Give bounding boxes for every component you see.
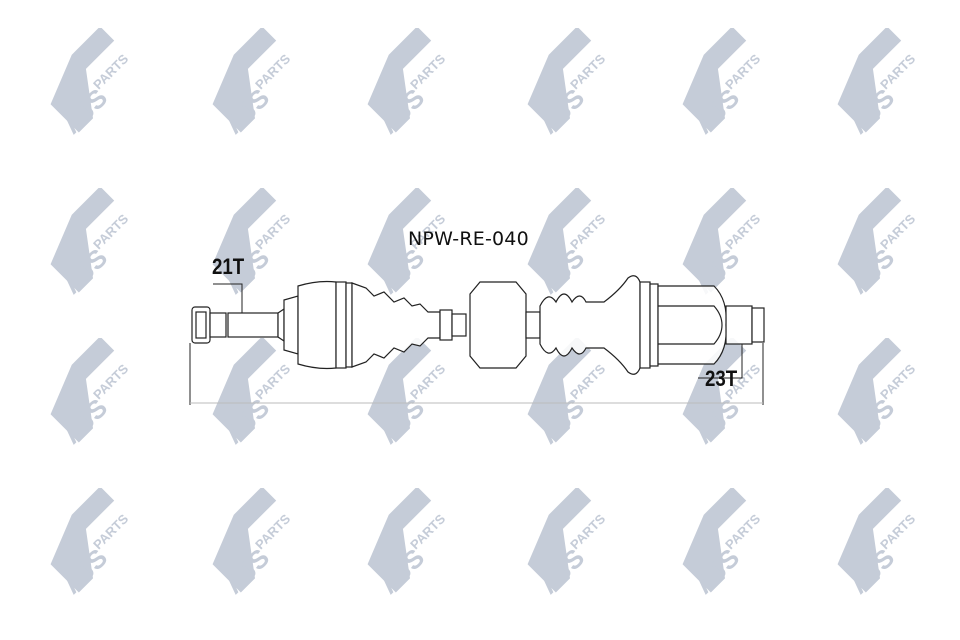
ajs-parts-watermark: AJS PARTS	[505, 336, 635, 450]
ajs-parts-watermark: AJS PARTS	[28, 26, 158, 140]
ajs-parts-watermark: AJS PARTS	[815, 336, 945, 450]
ajs-parts-watermark: AJS PARTS	[190, 26, 320, 140]
ajs-parts-watermark: AJS PARTS	[28, 186, 158, 300]
ajs-parts-watermark: AJS PARTS	[660, 486, 790, 600]
ajs-parts-watermark: AJS PARTS	[815, 186, 945, 300]
right-spline-count-label: 23T	[705, 366, 738, 391]
ajs-parts-watermark: AJS PARTS	[28, 486, 158, 600]
ajs-parts-watermark: AJS PARTS	[190, 336, 320, 450]
ajs-parts-watermark: AJS PARTS	[345, 336, 475, 450]
left-spline-count-label: 21T	[212, 254, 245, 279]
ajs-parts-watermark: AJS PARTS	[660, 186, 790, 300]
part-number: NPW-RE-040	[408, 228, 529, 250]
ajs-parts-watermark: AJS PARTS	[345, 26, 475, 140]
ajs-parts-watermark: AJS PARTS	[190, 186, 320, 300]
ajs-parts-watermark: AJS PARTS	[345, 486, 475, 600]
ajs-parts-watermark: AJS PARTS	[815, 486, 945, 600]
ajs-parts-watermark: AJS PARTS	[190, 486, 320, 600]
ajs-parts-watermark: AJS PARTS	[505, 26, 635, 140]
ajs-parts-watermark: AJS PARTS	[505, 486, 635, 600]
ajs-parts-watermark: AJS PARTS	[660, 336, 790, 450]
ajs-parts-watermark: AJS PARTS	[660, 26, 790, 140]
ajs-parts-watermark: AJS PARTS	[28, 336, 158, 450]
ajs-parts-watermark: AJS PARTS	[815, 26, 945, 140]
ajs-parts-watermark: AJS PARTS	[345, 186, 475, 300]
ajs-parts-watermark: AJS PARTS	[505, 186, 635, 300]
